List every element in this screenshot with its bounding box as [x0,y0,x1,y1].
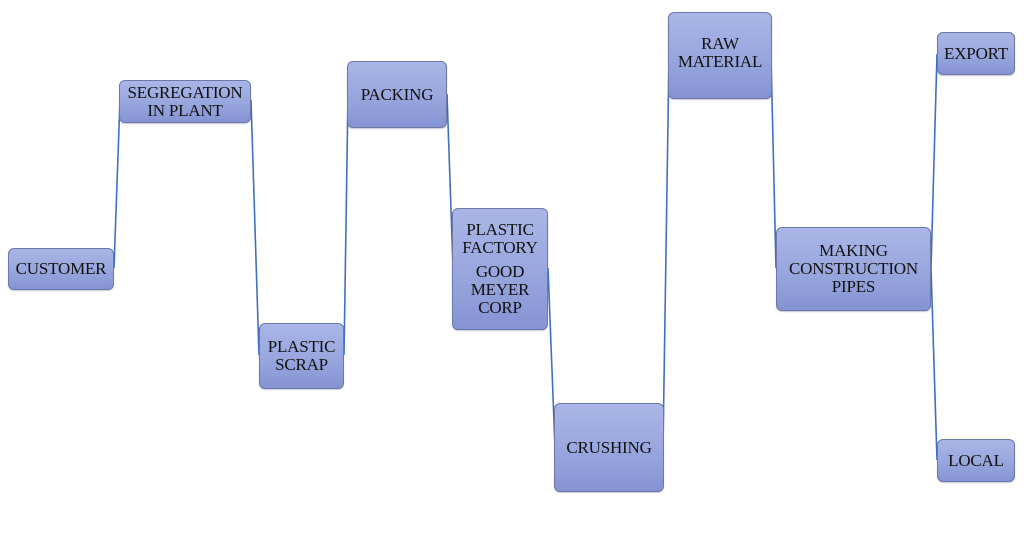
node-sublabel: CORP [478,298,522,317]
node-sublabel: GOOD [475,262,525,281]
node-label: MATERIAL [677,52,763,71]
node-customer: CUSTOMER [8,248,114,290]
node-packing: PACKING [347,61,447,128]
node-label: SEGREGATION [127,82,243,102]
node-label: PLASTIC [466,220,534,239]
node-sublabel: MEYER [470,280,530,299]
edge-making-pipes-local [930,267,938,461]
node-plastic-factory: PLASTIC FACTORY GOOD MEYER CORP [452,208,548,330]
node-label: CRUSHING [566,437,652,457]
node-making-construction-pipes: MAKING CONSTRUCTION PIPES [776,227,931,311]
edge-plastic-scrap-packing [343,93,349,356]
node-label: MAKING [819,241,888,260]
node-plastic-scrap: PLASTIC SCRAP [259,323,344,389]
node-segregation-in-plant: SEGREGATION IN PLANT [119,80,251,123]
node-label: FACTORY [462,238,538,257]
node-label: PACKING [360,84,434,104]
node-export: EXPORT [937,32,1015,75]
node-local: LOCAL [937,439,1015,482]
edge-crushing-raw-material [662,55,670,448]
node-label: SCRAP [275,355,328,374]
node-label: EXPORT [944,43,1008,63]
node-label: CONSTRUCTION [789,259,918,278]
node-label: PLASTIC [267,337,336,356]
node-label: LOCAL [948,450,1004,470]
node-raw-material: RAW MATERIAL [668,12,772,99]
node-label: IN PLANT [147,100,223,120]
edge-segregation-plastic-scrap [250,99,260,356]
node-label: PIPES [831,277,876,296]
node-crushing: CRUSHING [554,403,664,492]
node-label: RAW [701,34,739,53]
edge-making-pipes-export [930,53,938,269]
node-label: CUSTOMER [15,259,107,278]
edge-customer-segregation [113,99,121,269]
